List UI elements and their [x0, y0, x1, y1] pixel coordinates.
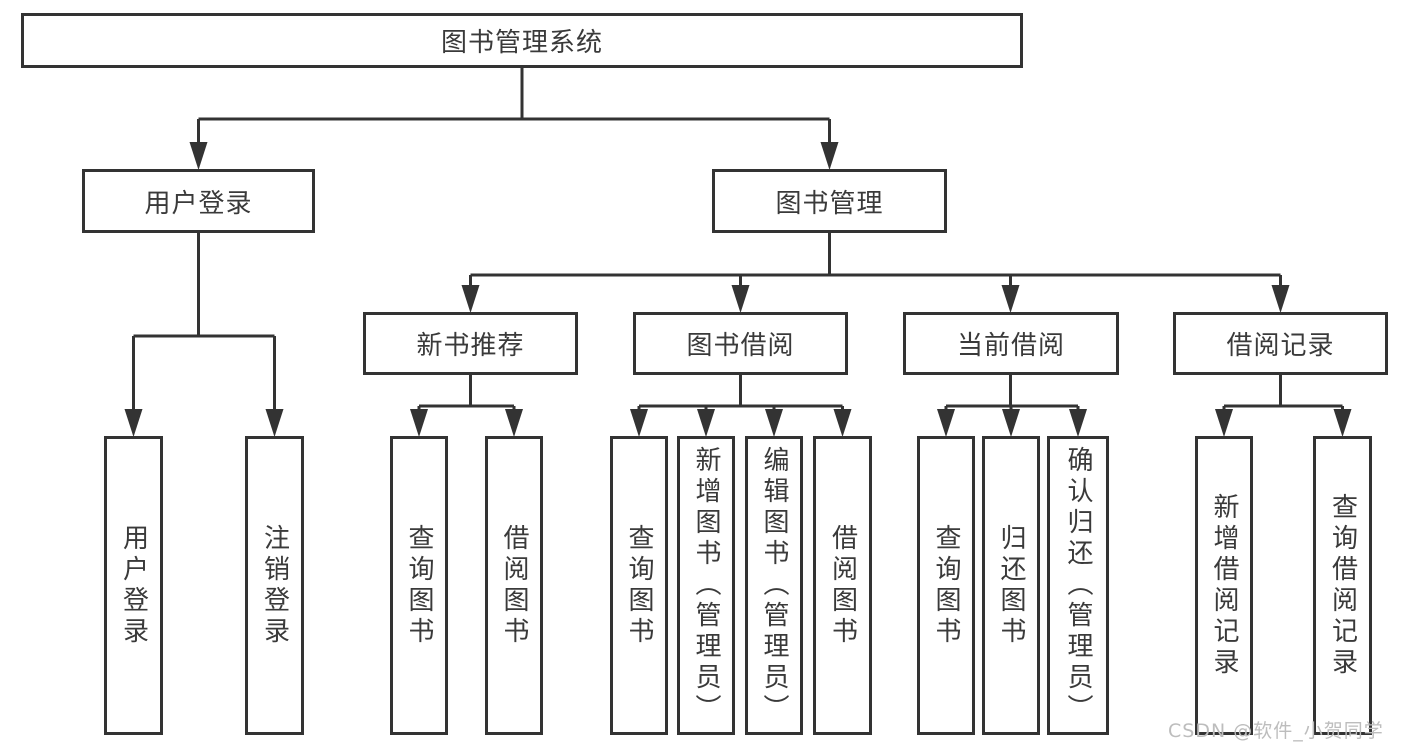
watermark: CSDN @软件_小贺同学: [1168, 720, 1384, 742]
leaf-borrow-books-recommend-label: 借阅图书: [499, 523, 529, 648]
node-book-management-label: 图书管理: [775, 188, 884, 219]
leaf-edit-books-admin-label: 编辑图书（管理员）: [759, 446, 789, 725]
node-user-login-label: 用户登录: [144, 188, 253, 219]
node-library-system-label: 图书管理系统: [440, 28, 603, 58]
leaf-query-books-recommend-label: 查询图书: [404, 523, 434, 648]
node-library-system: 图书管理系统: [21, 13, 1023, 68]
leaf-borrow-books-borrowing: 借阅图书: [813, 436, 872, 735]
leaf-user-login-label: 用户登录: [118, 523, 149, 648]
leaf-user-login: 用户登录: [104, 436, 163, 735]
leaf-edit-books-admin: 编辑图书（管理员）: [745, 436, 803, 735]
leaf-query-books-borrowing-label: 查询图书: [624, 523, 654, 648]
node-book-borrowing: 图书借阅: [633, 312, 848, 375]
leaf-logout-login: 注销登录: [245, 436, 304, 735]
leaf-query-books-current: 查询图书: [917, 436, 975, 735]
leaf-confirm-return-admin-label: 确认归还（管理员）: [1063, 446, 1093, 725]
node-new-book-recommend-label: 新书推荐: [416, 331, 525, 361]
leaf-borrow-books-recommend: 借阅图书: [485, 436, 543, 735]
node-book-borrowing-label: 图书借阅: [686, 331, 795, 361]
leaf-add-books-admin: 新增图书（管理员）: [677, 436, 735, 735]
leaf-confirm-return-admin: 确认归还（管理员）: [1047, 436, 1109, 735]
node-user-login: 用户登录: [82, 169, 315, 233]
node-borrowing-records-label: 借阅记录: [1226, 331, 1335, 361]
node-current-borrowing: 当前借阅: [903, 312, 1119, 375]
leaf-borrow-books-borrowing-label: 借阅图书: [827, 523, 858, 648]
leaf-query-books-borrowing: 查询图书: [610, 436, 668, 735]
leaf-query-borrow-record-label: 查询借阅记录: [1327, 492, 1358, 679]
leaf-query-books-recommend: 查询图书: [390, 436, 448, 735]
node-new-book-recommend: 新书推荐: [363, 312, 578, 375]
node-current-borrowing-label: 当前借阅: [956, 331, 1065, 361]
leaf-add-borrow-record: 新增借阅记录: [1195, 436, 1253, 735]
node-borrowing-records: 借阅记录: [1173, 312, 1388, 375]
leaf-return-books: 归还图书: [982, 436, 1040, 735]
leaf-add-borrow-record-label: 新增借阅记录: [1209, 492, 1239, 679]
leaf-query-books-current-label: 查询图书: [931, 523, 961, 648]
leaf-return-books-label: 归还图书: [996, 523, 1026, 648]
leaf-query-borrow-record: 查询借阅记录: [1313, 436, 1372, 735]
node-book-management: 图书管理: [712, 169, 947, 233]
leaf-add-books-admin-label: 新增图书（管理员）: [691, 446, 721, 725]
leaf-logout-login-label: 注销登录: [259, 523, 290, 648]
